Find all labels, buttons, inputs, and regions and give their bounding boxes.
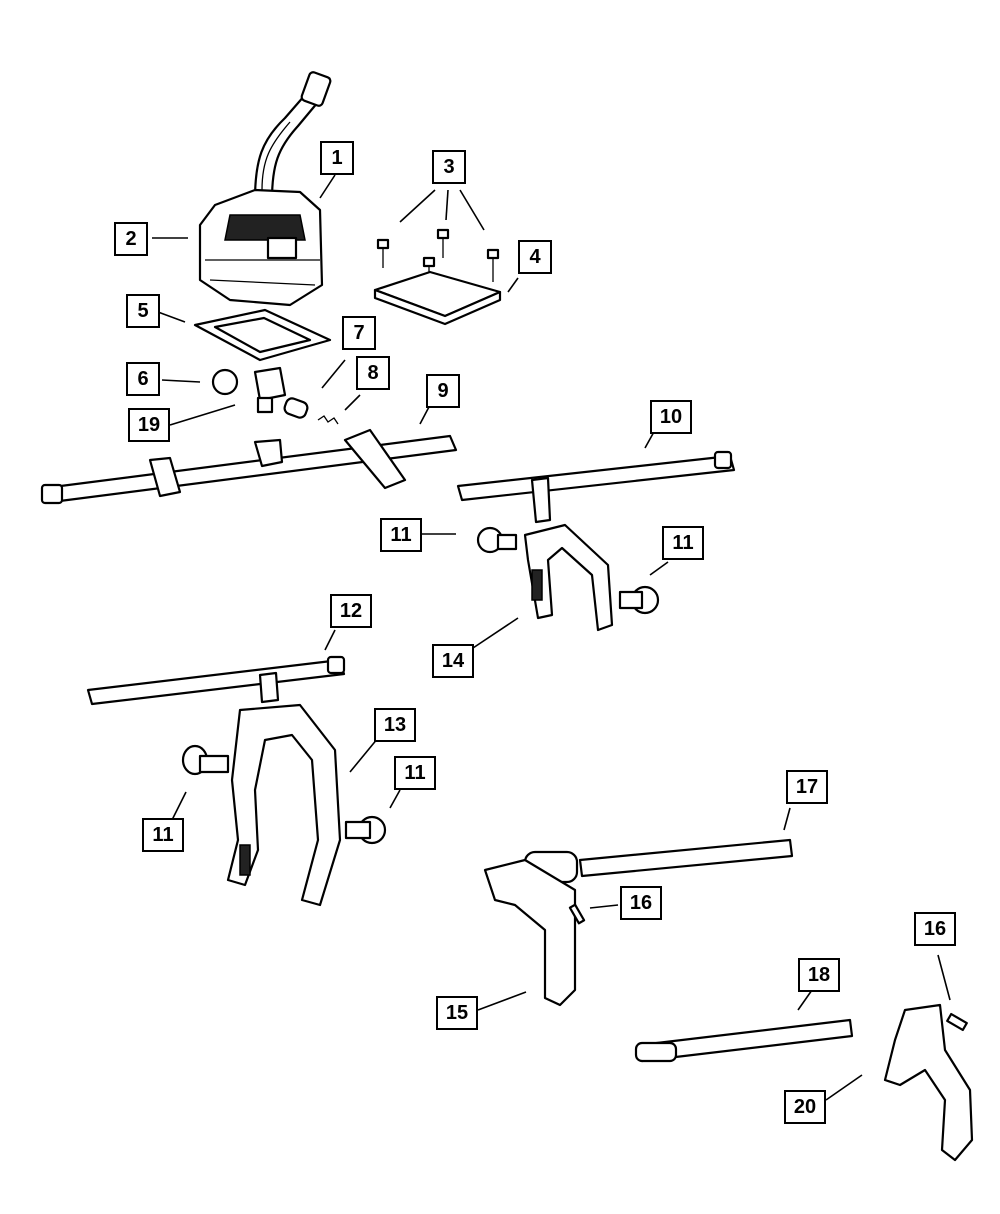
callout-18: 18: [798, 958, 840, 992]
callout-8: 8: [356, 356, 390, 390]
shifter-lever-part: [253, 71, 332, 202]
shift-fork-13-part: [226, 703, 342, 907]
bolts-part: [376, 228, 500, 290]
callout-2: 2: [114, 222, 148, 256]
callout-11-a: 11: [380, 518, 422, 552]
callout-11-d: 11: [142, 818, 184, 852]
shift-rail-9-part: [40, 428, 458, 505]
callout-12: 12: [330, 594, 372, 628]
callout-1: 1: [320, 141, 354, 175]
leader-lines: [152, 174, 951, 1101]
callout-6: 6: [126, 362, 160, 396]
shift-rail-18-part: [634, 1018, 854, 1063]
shift-fork-20-part: [883, 1003, 974, 1162]
pivot-bolts-upper: [476, 526, 660, 615]
callout-15: 15: [436, 996, 478, 1030]
callout-5: 5: [126, 294, 160, 328]
pivot-bolts-lower: [181, 744, 387, 845]
callout-20: 20: [784, 1090, 826, 1124]
shift-fork-14-part: [523, 523, 614, 632]
callout-14: 14: [432, 644, 474, 678]
callout-7: 7: [342, 316, 376, 350]
callout-11-b: 11: [662, 526, 704, 560]
callout-11-c: 11: [394, 756, 436, 790]
cover-plate-part: [373, 270, 502, 326]
callout-4: 4: [518, 240, 552, 274]
shifter-housing-part: [198, 188, 324, 307]
callout-9: 9: [426, 374, 460, 408]
callout-16-a: 16: [620, 886, 662, 920]
callout-10: 10: [650, 400, 692, 434]
callout-3: 3: [432, 150, 466, 184]
callout-17: 17: [786, 770, 828, 804]
shift-fork-15-part: [483, 858, 586, 1007]
callout-19: 19: [128, 408, 170, 442]
callout-13: 13: [374, 708, 416, 742]
gasket-part: [193, 308, 332, 362]
shift-rail-10-part: [456, 450, 736, 524]
shift-rail-12-part: [86, 655, 346, 706]
callout-16-b: 16: [914, 912, 956, 946]
pivot-parts: [211, 366, 339, 425]
shift-rail-17-part: [523, 838, 794, 884]
